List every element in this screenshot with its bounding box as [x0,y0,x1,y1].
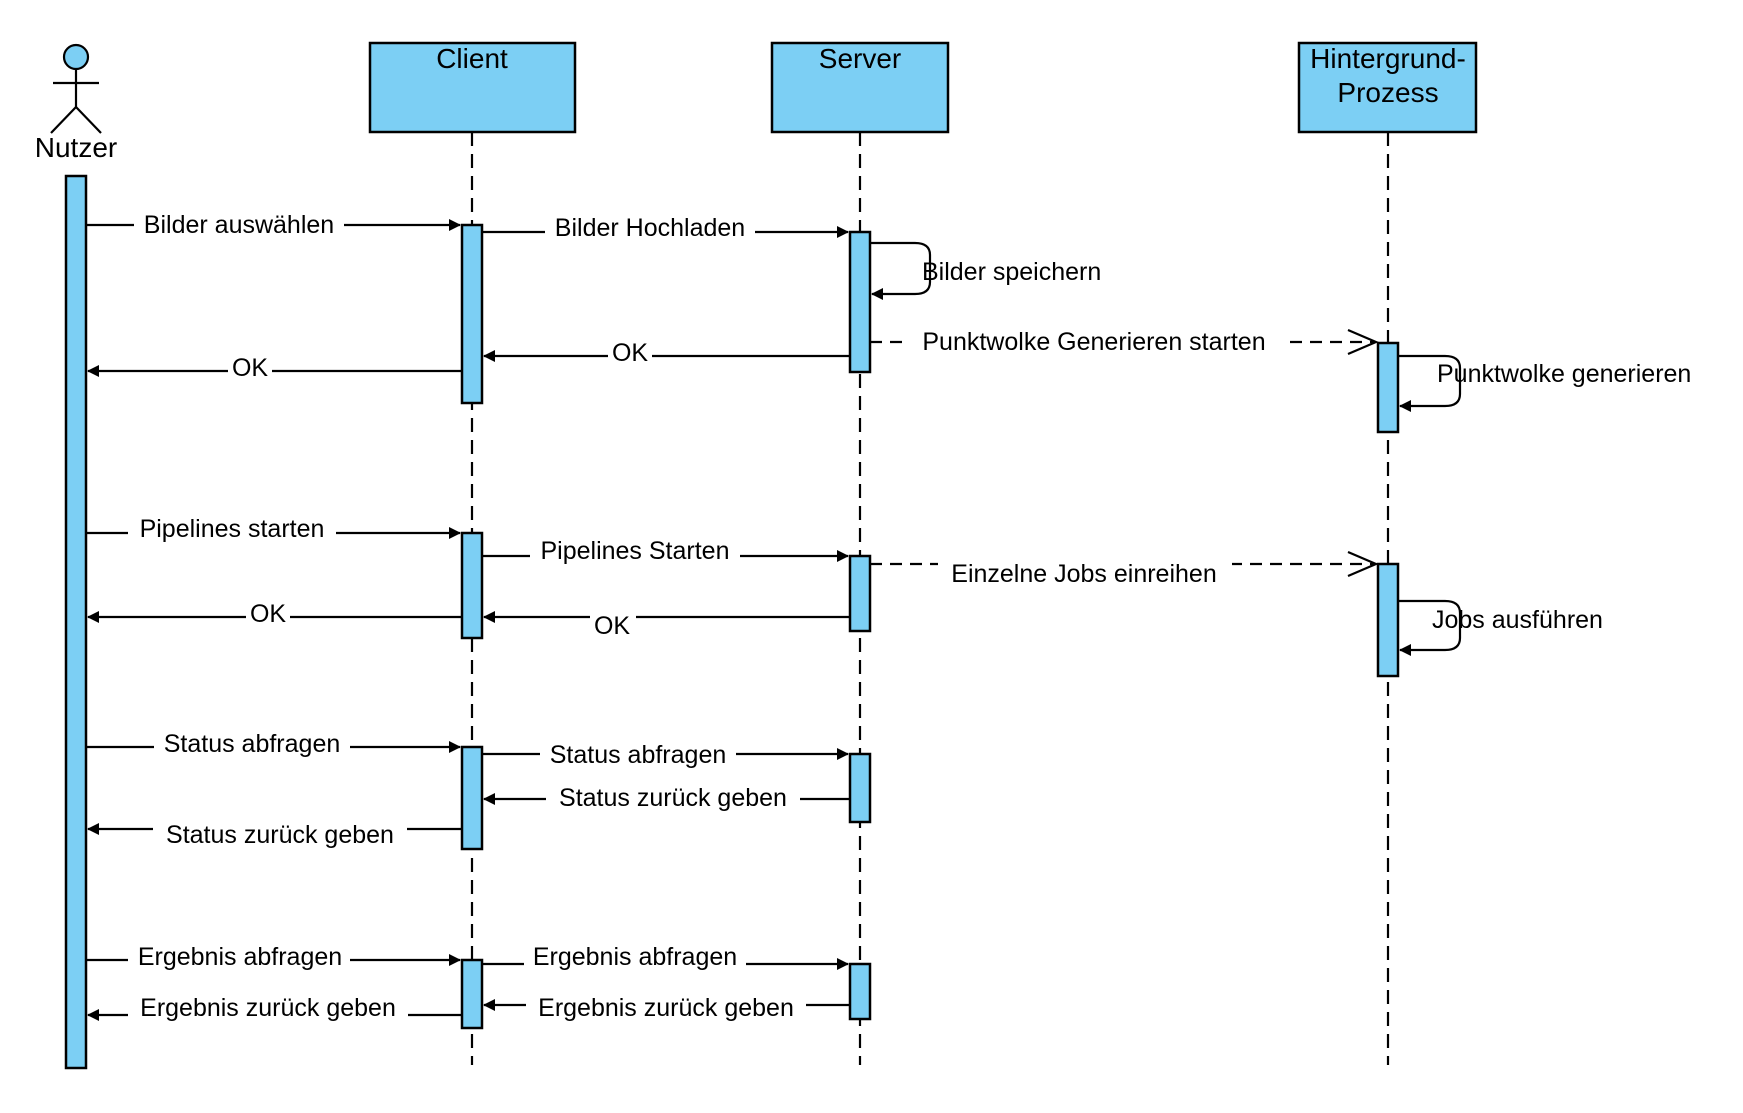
message-label: Ergebnis abfragen [533,943,737,971]
server-activation-3 [848,752,872,824]
message-label: Bilder Hochladen [555,214,745,242]
message-status-zurueck-client: Status zurück geben [87,820,462,849]
message-label: Status abfragen [164,730,341,758]
message-label: OK [594,612,630,640]
message-label: Jobs ausführen [1432,606,1603,634]
client-participant: Client [368,41,577,134]
message-bilder-auswaehlen: Bilder auswählen [86,210,461,239]
message-status-abfragen-client: Status abfragen [482,740,849,769]
user-activation [64,174,88,1070]
actor-leg-right [75,106,102,134]
message-jobs-einreihen: Einzelne Jobs einreihen [870,550,1379,588]
server-activation-1 [848,230,872,374]
message-label: Ergebnis zurück geben [538,994,794,1022]
message-pipelines-starten-client: Pipelines Starten [482,537,849,568]
server-participant: Server [770,41,950,134]
self-message-jobs-ausfuehren: Jobs ausführen [1398,599,1603,656]
message-status-abfragen-user: Status abfragen [86,730,461,759]
message-pipelines-starten-user: Pipelines starten [86,515,461,546]
message-label: Punktwolke generieren [1437,360,1691,388]
message-ok-server-client-2: OK [483,611,850,640]
message-punktwolke-starten: Punktwolke Generieren starten [870,327,1379,356]
message-ergebnis-abfragen-user: Ergebnis abfragen [86,943,461,972]
message-bilder-hochladen: Bilder Hochladen [482,214,849,245]
message-label: Punktwolke Generieren starten [922,328,1265,356]
background-label-line2: Prozess [1337,77,1438,108]
server-label: Server [819,43,901,74]
message-label: OK [232,354,268,382]
message-ergebnis-zurueck-server: Ergebnis zurück geben [483,994,850,1022]
server-activation-4 [848,962,872,1021]
message-ok-client-user-2: OK [87,600,462,629]
message-label: Status zurück geben [166,821,394,849]
message-label: Pipelines starten [140,515,325,543]
client-label: Client [436,43,508,74]
message-label: Einzelne Jobs einreihen [951,560,1216,588]
user-actor: Nutzer [35,43,117,163]
message-ok-server-client-1: OK [483,339,850,368]
background-participant: Hintergrund- Prozess [1297,41,1478,134]
message-label: Ergebnis abfragen [138,943,342,971]
message-label: OK [612,339,648,367]
client-activation-2 [460,531,484,640]
message-label: Status zurück geben [559,784,787,812]
self-message-punktwolke-generieren: Punktwolke generieren [1398,354,1691,412]
message-label: Bilder speichern [922,258,1101,286]
message-label: Bilder auswählen [144,211,334,239]
server-activation-2 [848,554,872,633]
message-ok-client-user-1: OK [87,354,462,383]
message-label: Pipelines Starten [540,537,729,565]
message-label: Ergebnis zurück geben [140,994,396,1022]
message-status-zurueck-server: Status zurück geben [483,784,850,812]
background-activation-1 [1376,341,1400,434]
actor-label: Nutzer [35,132,117,163]
actor-head-icon [62,43,90,71]
background-activation-2 [1376,562,1400,678]
background-label-line1: Hintergrund- [1310,43,1466,74]
message-label: OK [250,600,286,628]
actor-leg-left [50,106,77,134]
client-activation-4 [460,958,484,1030]
client-activation-1 [460,223,484,405]
message-label: Status abfragen [550,741,727,769]
self-message-bilder-speichern: Bilder speichern [870,241,1101,300]
message-ergebnis-zurueck-client: Ergebnis zurück geben [87,994,462,1022]
client-activation-3 [460,745,484,851]
message-ergebnis-abfragen-client: Ergebnis abfragen [482,943,849,972]
